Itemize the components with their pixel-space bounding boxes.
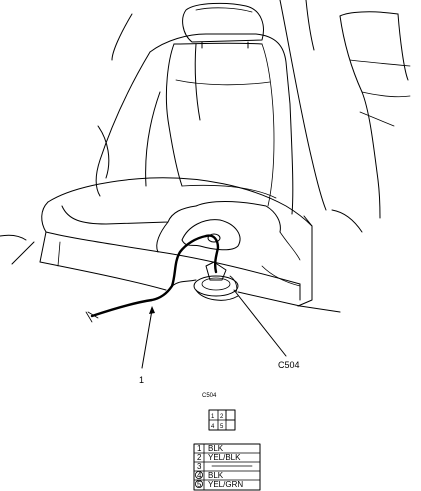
wire-color: YEL/BLK: [208, 453, 241, 462]
connector-face-label: C504: [202, 393, 217, 399]
pin-number: 1: [197, 444, 202, 453]
pin-number: 4: [197, 471, 202, 480]
pin-table: 1 BLK 2 YEL/BLK 3 4 BLK 5 YEL/GRN: [193, 443, 261, 491]
headrest: [182, 2, 264, 49]
wire-color: BLK: [208, 471, 224, 480]
side-detail-panel: [339, 11, 411, 219]
pin-number: 2: [197, 453, 202, 462]
pin-table-row: 1 BLK: [197, 444, 224, 453]
item-number-callout: 1: [139, 375, 144, 385]
floor-lines: [0, 234, 341, 313]
wire-harness: [85, 234, 220, 323]
connector-face-terminal: 5: [220, 424, 224, 430]
body-panel-lines: [111, 0, 363, 233]
connector-face-terminal: 2: [220, 414, 224, 420]
wire-color: YEL/GRN: [208, 480, 243, 489]
wire-color: BLK: [208, 444, 224, 453]
connector-face-terminal: 1: [211, 414, 215, 420]
pin-table-row: 5 YEL/GRN: [194, 479, 243, 489]
pin-table-row: 4 BLK: [194, 470, 224, 480]
seat-back: [95, 33, 294, 215]
connector-face-terminal: 4: [211, 424, 215, 430]
pin-number: 5: [197, 480, 202, 489]
pin-table-row: 3: [197, 462, 253, 471]
seat-belt-buckle-anchor: [181, 219, 241, 251]
seat-cushion: [39, 177, 313, 307]
pin-table-row: 2 YEL/BLK: [197, 453, 241, 462]
pin-number: 3: [197, 462, 202, 471]
connector-face: 1 2 4 5: [208, 409, 236, 431]
connector-callout: C504: [278, 360, 300, 370]
leader-lines: [141, 289, 287, 369]
connector-c504: [193, 261, 239, 301]
